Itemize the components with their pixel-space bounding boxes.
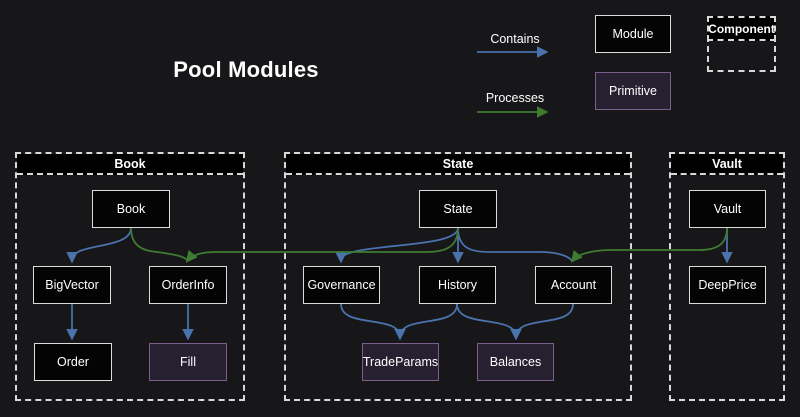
- page-title: Pool Modules: [173, 57, 319, 82]
- legend-module-label: Module: [612, 27, 654, 41]
- node-vault-label: Vault: [713, 202, 742, 216]
- legend-primitive-box: Primitive: [595, 72, 671, 110]
- node-fill: Fill: [149, 343, 227, 381]
- node-order-label: Order: [57, 355, 89, 369]
- node-bigvector-label: BigVector: [45, 278, 99, 292]
- legend-contains-label: Contains: [490, 32, 540, 46]
- container-vault: Vault: [669, 152, 785, 401]
- node-balances: Balances: [477, 343, 554, 381]
- node-governance-label: Governance: [307, 278, 376, 292]
- container-vault-header: Vault: [671, 154, 783, 175]
- node-book-label: Book: [116, 202, 146, 216]
- node-account-label: Account: [550, 278, 597, 292]
- node-tradeparams-label: TradeParams: [362, 355, 439, 369]
- node-bigvector: BigVector: [33, 266, 111, 304]
- container-state-header: State: [286, 154, 630, 175]
- node-tradeparams: TradeParams: [362, 343, 439, 381]
- node-orderinfo-label: OrderInfo: [161, 278, 215, 292]
- legend-processes-label: Processes: [485, 91, 545, 105]
- node-balances-label: Balances: [489, 355, 542, 369]
- node-state: State: [419, 190, 497, 228]
- node-fill-label: Fill: [180, 355, 196, 369]
- legend-component-box: Component: [707, 16, 776, 72]
- node-deepprice: DeepPrice: [689, 266, 766, 304]
- node-orderinfo: OrderInfo: [149, 266, 227, 304]
- container-book-header: Book: [17, 154, 243, 175]
- node-history: History: [419, 266, 496, 304]
- legend-primitive-label: Primitive: [609, 84, 657, 98]
- legend-component-label: Component: [707, 16, 776, 41]
- node-order: Order: [34, 343, 112, 381]
- node-deepprice-label: DeepPrice: [698, 278, 757, 292]
- node-book: Book: [92, 190, 170, 228]
- container-book: Book: [15, 152, 245, 401]
- node-state-label: State: [443, 202, 473, 216]
- legend-module-box: Module: [595, 15, 671, 53]
- container-state: State: [284, 152, 632, 401]
- node-account: Account: [535, 266, 612, 304]
- node-governance: Governance: [303, 266, 380, 304]
- node-history-label: History: [438, 278, 477, 292]
- node-vault: Vault: [689, 190, 766, 228]
